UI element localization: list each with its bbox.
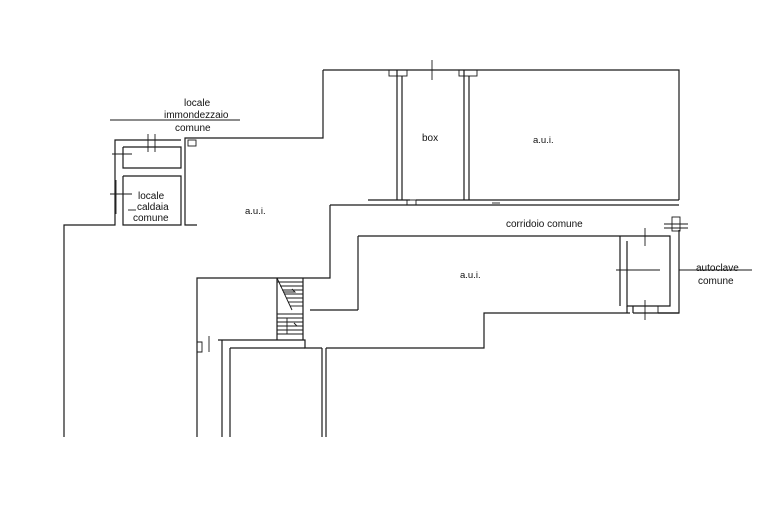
box-room-walls — [388, 60, 500, 206]
label-corridoio: corridoio comune — [506, 219, 583, 230]
room-labels: locale immondezzaio comune locale caldai… — [133, 98, 739, 287]
left-utility-rooms — [63, 119, 240, 437]
staircase — [276, 277, 304, 340]
label-caldaia-1: locale — [138, 191, 165, 202]
corridor-door — [664, 216, 688, 232]
label-aui-bottom: a.u.i. — [460, 270, 481, 281]
label-caldaia-2: caldaia — [137, 202, 169, 213]
main-building-walls — [184, 69, 680, 437]
label-aui-top: a.u.i. — [533, 135, 554, 146]
label-immondezzaio-1: locale — [184, 98, 211, 109]
label-aui-left: a.u.i. — [245, 206, 266, 217]
label-immondezzaio-2: immondezzaio — [164, 110, 229, 121]
label-caldaia-3: comune — [133, 213, 169, 224]
label-autoclave-1: autoclave — [696, 263, 739, 274]
label-autoclave-2: comune — [698, 276, 734, 287]
label-immondezzaio-3: comune — [175, 123, 211, 134]
label-box: box — [422, 133, 438, 144]
autoclave-room-walls — [616, 228, 752, 320]
